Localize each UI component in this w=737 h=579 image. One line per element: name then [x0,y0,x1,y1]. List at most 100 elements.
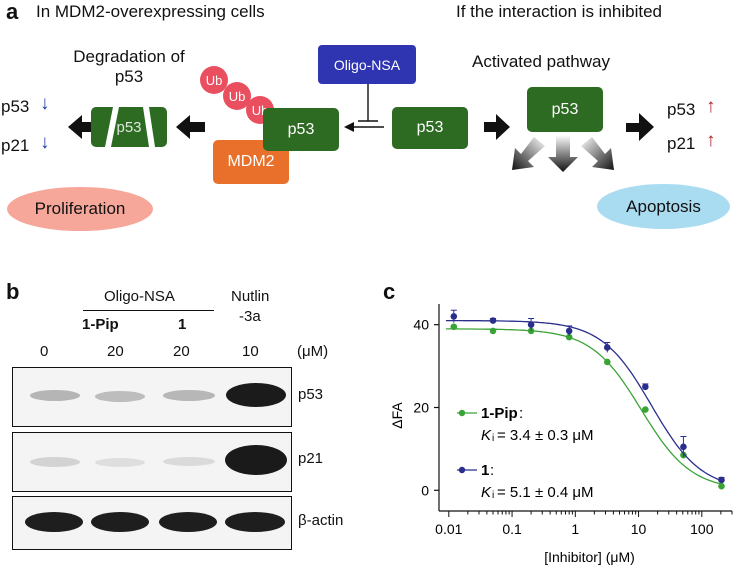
down-arrow-icon: ↓ [40,93,50,114]
concentration-lane2: 20 [107,343,124,360]
data-point [565,327,573,335]
right-p53-label: p53 [667,100,696,119]
blot-label-p21: p21 [298,450,324,467]
dose-response-chart: 0 20 40 0.01 0.1 1 10 100 [Inhibitor] (μM) ΔFA 1-P… [389,304,733,565]
proliferation-ellipse: Proliferation [7,187,153,231]
concentration-lane3: 20 [173,343,190,360]
ki-subscript-1: i [492,433,494,444]
up-arrow-icon: ↑ [706,96,716,117]
panel-c-letter: c [383,279,396,304]
nutlin-line2: -3a [239,308,261,325]
data-point [642,406,649,413]
concentration-unit: (μM) [297,343,329,360]
blot-band [226,383,286,407]
legend-colon-2: : [490,462,494,479]
x-tick-label: 0.1 [502,521,522,537]
apoptosis-ellipse: Apoptosis [597,184,730,229]
western-blot-actin [12,496,292,550]
blot-label-actin: β-actin [298,512,344,529]
data-point [718,482,725,490]
blot-band [30,390,80,401]
up-arrow-icon: ↑ [706,130,716,151]
free-p53-box: p53 [392,107,468,149]
y-axis-label: ΔFA [389,402,405,429]
legend-colon-1: : [519,405,523,422]
ki-value-2: = 5.1 ± 0.4 μM [497,484,594,501]
ki-value-1: = 3.4 ± 0.3 μM [497,427,594,444]
concentration-lane4: 10 [242,343,259,360]
data-point [603,344,611,351]
oligo-nsa-header: Oligo-NSA [104,288,175,305]
ubiquitin-3: Ub [246,96,274,124]
right-arrow-icon [484,114,510,140]
left-header: In MDM2-overexpressing cells [36,2,265,21]
legend-marker-2 [458,466,466,474]
right-arrow-icon [626,113,654,141]
down-arrow-icon: ↓ [40,132,50,153]
compound-1pip-label: 1-Pip [82,316,119,333]
y-tick-label: 0 [421,482,429,498]
blot-band [95,458,145,467]
ki-subscript-2: i [492,490,494,501]
activated-p53-box: p53 [527,87,603,132]
data-point [565,333,573,341]
ki-symbol-2: K [481,484,492,501]
x-tick-label: 10 [631,521,647,537]
data-point [603,358,611,366]
data-point [489,317,497,324]
right-header: If the interaction is inhibited [456,2,663,21]
fade-arrow-icon [581,137,614,170]
left-arrow-icon [176,115,205,139]
compound-1-label: 1 [178,316,187,333]
data-point [680,443,687,451]
degradation-title-line1: Degradation of [73,47,185,66]
fade-arrow-icon [548,135,578,172]
blot-band [163,457,215,466]
panel-b-letter: b [6,279,20,304]
x-tick-label: 100 [690,521,714,537]
fragment-lines [105,107,155,147]
oligo-nsa-box: Oligo-NSA [318,45,416,84]
blot-band [225,512,285,532]
western-blot-p53 [12,367,292,427]
left-arrow-icon [68,115,98,139]
panel-a-arrows [68,84,654,172]
legend-name-2: 1 [481,462,489,479]
left-p53-label: p53 [1,97,30,116]
blot-label-p53: p53 [298,386,324,403]
right-p21-label: p21 [667,134,696,153]
western-blot-p21 [12,432,292,492]
panel-a-letter: a [6,0,19,24]
thin-arrow-head-icon [344,122,354,132]
blot-band [159,512,217,532]
blot-band [95,391,145,402]
legend-name-1: 1-Pip [481,405,518,422]
oligo-bracket-line [83,310,214,312]
ki-symbol-1: K [481,427,492,444]
data-point [450,323,458,331]
activated-title: Activated pathway [472,52,610,71]
x-tick-label: 0.01 [435,521,462,537]
fade-arrow-icon [512,137,545,170]
nutlin-line1: Nutlin [231,288,270,305]
y-tick-label: 20 [413,400,429,416]
data-point [450,313,458,320]
blot-band [30,457,80,467]
degraded-p53-box: p53 [91,107,167,147]
blot-band [91,512,149,532]
data-point [489,327,497,335]
x-tick-label: 1 [571,521,579,537]
data-point [718,476,725,484]
blot-band [25,512,83,532]
complex-p53-box: p53 [263,108,339,151]
data-point [527,321,535,328]
concentration-lane1: 0 [40,343,49,360]
blot-band [163,390,215,401]
y-tick-label: 40 [413,317,429,333]
data-point [642,383,649,391]
blot-band [225,445,287,475]
left-p21-label: p21 [1,136,30,155]
x-axis-label: [Inhibitor] (μM) [544,549,635,565]
legend-marker-1 [458,409,466,417]
degraded-p53-label: p53 [116,118,142,136]
